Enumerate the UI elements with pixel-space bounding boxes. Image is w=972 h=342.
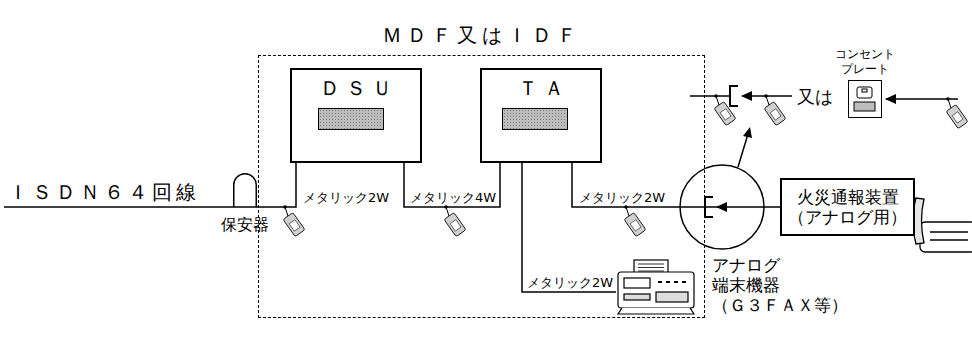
cable-tag-part xyxy=(289,220,300,231)
cable-tag-part xyxy=(630,220,641,231)
wire-label: メタリック2W xyxy=(526,275,614,290)
cable-tag xyxy=(946,97,968,128)
cable-tag xyxy=(624,205,646,236)
fire-alarm-box: 火災通報装置 （アナログ用） xyxy=(780,178,915,236)
device-name: 火災通報装置 （アナログ用） xyxy=(788,187,907,228)
cable-tag-part xyxy=(764,102,786,126)
fax-part xyxy=(656,292,688,302)
or-label: 又は xyxy=(797,86,833,108)
key xyxy=(666,281,670,283)
cable-tag xyxy=(764,94,786,125)
outlet-part xyxy=(854,102,875,111)
wire-label: メタリック4W xyxy=(409,190,497,205)
key xyxy=(658,281,662,283)
paper-line xyxy=(638,271,664,272)
cable-tag-part xyxy=(770,109,781,120)
isdn-line xyxy=(4,206,233,208)
ta-box: ＴＡ xyxy=(480,68,602,163)
metallic-wire xyxy=(572,163,780,208)
outlet-part xyxy=(854,87,875,111)
fax-part xyxy=(618,308,694,314)
line-name: ＩＳＤＮ６４回線 xyxy=(8,180,200,204)
arrow-head xyxy=(885,94,896,104)
cable-tag-part xyxy=(714,102,736,126)
outlet-part xyxy=(862,89,867,92)
cable-tag-part xyxy=(766,96,769,105)
cable-tag-part xyxy=(716,96,719,105)
outlet-part xyxy=(857,87,872,98)
jack-bracket xyxy=(730,86,738,106)
cable-tag xyxy=(714,94,736,125)
cable-tag-part xyxy=(946,105,968,129)
metallic-wire xyxy=(404,163,500,208)
cable-tag xyxy=(444,205,466,236)
cable-tag-part xyxy=(283,213,305,237)
arrow-head xyxy=(743,127,752,138)
cable-tag-part xyxy=(446,207,449,216)
fax-terminal: アナログ 端末機器 （Ｇ３ＦＡＸ等） xyxy=(616,255,906,317)
arrow-head xyxy=(741,91,752,101)
metallic-wire xyxy=(522,163,616,293)
protector: 保安器 xyxy=(233,173,257,207)
cable-tag-part xyxy=(946,105,968,129)
outlet-icon xyxy=(849,81,880,116)
key xyxy=(674,281,678,283)
cable-tag-part xyxy=(626,207,629,216)
device-name: アナログ 端末機器 （Ｇ３ＦＡＸ等） xyxy=(712,255,848,315)
wire-label: メタリック2W xyxy=(302,190,390,205)
outlet-title: コンセント プレート xyxy=(835,47,895,77)
dsu-box: ＤＳＵ xyxy=(290,68,422,163)
fax-part xyxy=(624,294,650,300)
fax-icon xyxy=(616,258,696,316)
paper-line xyxy=(638,264,664,265)
protector-label: 保安器 xyxy=(221,215,269,234)
outlet-plate: コンセント プレート xyxy=(848,80,882,118)
telephone-icon xyxy=(913,198,972,252)
cable-tag-part xyxy=(714,102,736,126)
fax-part xyxy=(618,272,694,308)
cable-tag-part xyxy=(444,213,466,237)
cable-tag-part xyxy=(624,213,646,237)
cable-tag-part xyxy=(764,102,786,126)
cable-tag-part xyxy=(720,109,731,120)
cable-tag xyxy=(283,205,305,236)
device-name: ＤＳＵ xyxy=(292,76,420,100)
cable-tag-part xyxy=(283,213,305,237)
detail-arrow xyxy=(738,134,748,167)
cable-tag-part xyxy=(624,213,646,237)
device-panel xyxy=(502,108,568,130)
cable-tag-part xyxy=(952,112,963,123)
cable-tag-part xyxy=(285,207,288,216)
cable-tag-part xyxy=(444,213,466,237)
cable-tag-part xyxy=(450,220,461,231)
key xyxy=(682,281,686,283)
fax-part xyxy=(618,260,694,314)
metallic-wire xyxy=(257,163,296,208)
protector-symbol xyxy=(233,173,257,207)
wire-label: メタリック2W xyxy=(578,190,666,205)
jack-line xyxy=(690,95,730,97)
device-name: ＴＡ xyxy=(482,76,600,100)
device-panel xyxy=(318,108,384,130)
frame-title: ＭＤＦ又はＩＤＦ xyxy=(382,23,582,47)
paper-line xyxy=(638,267,664,268)
fax-part xyxy=(624,278,650,288)
protector-outline xyxy=(234,174,257,207)
cable-tag-part xyxy=(948,99,951,108)
